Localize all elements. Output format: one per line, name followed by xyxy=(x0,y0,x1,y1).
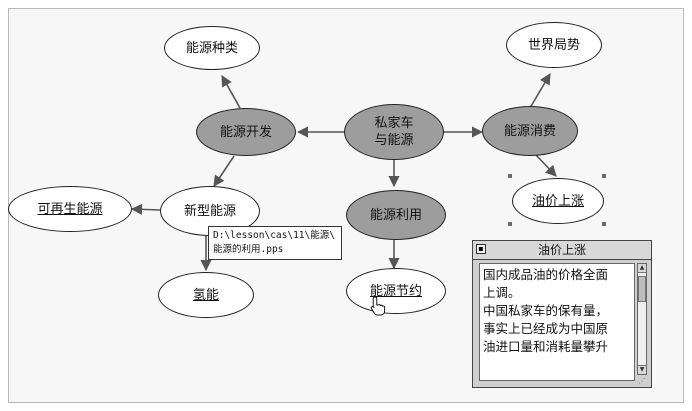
note-line: 油进口量和消耗量攀升 xyxy=(483,339,609,354)
node-energy-saving-label[interactable]: 能源节约 xyxy=(369,283,422,299)
selection-handle[interactable] xyxy=(508,222,512,226)
note-line: 上调。 xyxy=(483,285,521,300)
node-new-energy-label: 新型能源 xyxy=(183,203,236,219)
note-title-bar[interactable]: 油价上涨 xyxy=(473,241,651,260)
node-oil-price-rise-label[interactable]: 油价上涨 xyxy=(531,193,584,209)
resize-grip-icon[interactable]: ⋰ xyxy=(638,377,646,385)
node-energy-saving[interactable]: 能源节约 xyxy=(346,268,446,314)
node-center-car-energy-label: 私家车 与能源 xyxy=(374,116,414,148)
scroll-up-icon[interactable]: ▲ xyxy=(638,264,646,273)
node-hydrogen-energy[interactable]: 氢能 xyxy=(158,272,254,318)
node-world-situation[interactable]: 世界局势 xyxy=(506,22,602,68)
note-title: 油价上涨 xyxy=(537,243,586,257)
note-line: 事实上已经成为中国原 xyxy=(483,321,609,336)
scroll-down-icon[interactable]: ▼ xyxy=(638,365,646,374)
node-energy-usage-label: 能源利用 xyxy=(369,207,422,223)
tooltip-file-line: 能源的利用.pps xyxy=(213,244,284,255)
node-energy-consumption-label: 能源消费 xyxy=(503,123,556,139)
edge-consume-world xyxy=(529,73,551,109)
node-hydrogen-energy-label[interactable]: 氢能 xyxy=(192,287,219,303)
node-energy-types-label: 能源种类 xyxy=(185,40,238,56)
node-renewable-energy[interactable]: 可再生能源 xyxy=(8,186,132,232)
node-energy-types[interactable]: 能源种类 xyxy=(164,26,260,70)
note-close-icon[interactable]: ▪ xyxy=(476,244,486,254)
note-text-area[interactable]: 国内成品油的价格全面 上调。 中国私家车的保有量， 事实上已经成为中国原 油进口… xyxy=(479,263,635,381)
node-center-car-energy[interactable]: 私家车 与能源 xyxy=(344,104,444,160)
node-renewable-energy-label[interactable]: 可再生能源 xyxy=(37,201,103,217)
tooltip-path-line: D:\lesson\cas\11\能源\ xyxy=(213,230,335,241)
edge-develop-newenergy xyxy=(213,155,235,187)
node-energy-development-label: 能源开发 xyxy=(219,124,272,140)
edge-newenergy-renewable xyxy=(130,203,161,215)
edge-consume-oilprice xyxy=(535,154,557,177)
note-popup[interactable]: 油价上涨 ▪ 国内成品油的价格全面 上调。 中国私家车的保有量， 事实上已经成为… xyxy=(472,240,652,388)
edge-develop-types xyxy=(221,75,241,109)
selection-handle[interactable] xyxy=(508,174,512,178)
file-path-tooltip: D:\lesson\cas\11\能源\ 能源的利用.pps xyxy=(208,226,342,260)
node-energy-usage[interactable]: 能源利用 xyxy=(346,190,446,240)
note-line: 国内成品油的价格全面 xyxy=(483,267,609,282)
note-line: 中国私家车的保有量， xyxy=(483,303,609,318)
node-energy-development[interactable]: 能源开发 xyxy=(196,108,296,156)
scroll-thumb[interactable] xyxy=(638,276,646,302)
hand-pointer-icon xyxy=(370,296,386,316)
note-scrollbar[interactable]: ▲ ▼ xyxy=(637,263,647,375)
node-oil-price-rise[interactable]: 油价上涨 xyxy=(512,178,604,224)
node-world-situation-label: 世界局势 xyxy=(527,37,580,53)
selection-handle[interactable] xyxy=(602,174,606,178)
selection-handle[interactable] xyxy=(602,222,606,226)
node-energy-consumption[interactable]: 能源消费 xyxy=(482,106,578,156)
